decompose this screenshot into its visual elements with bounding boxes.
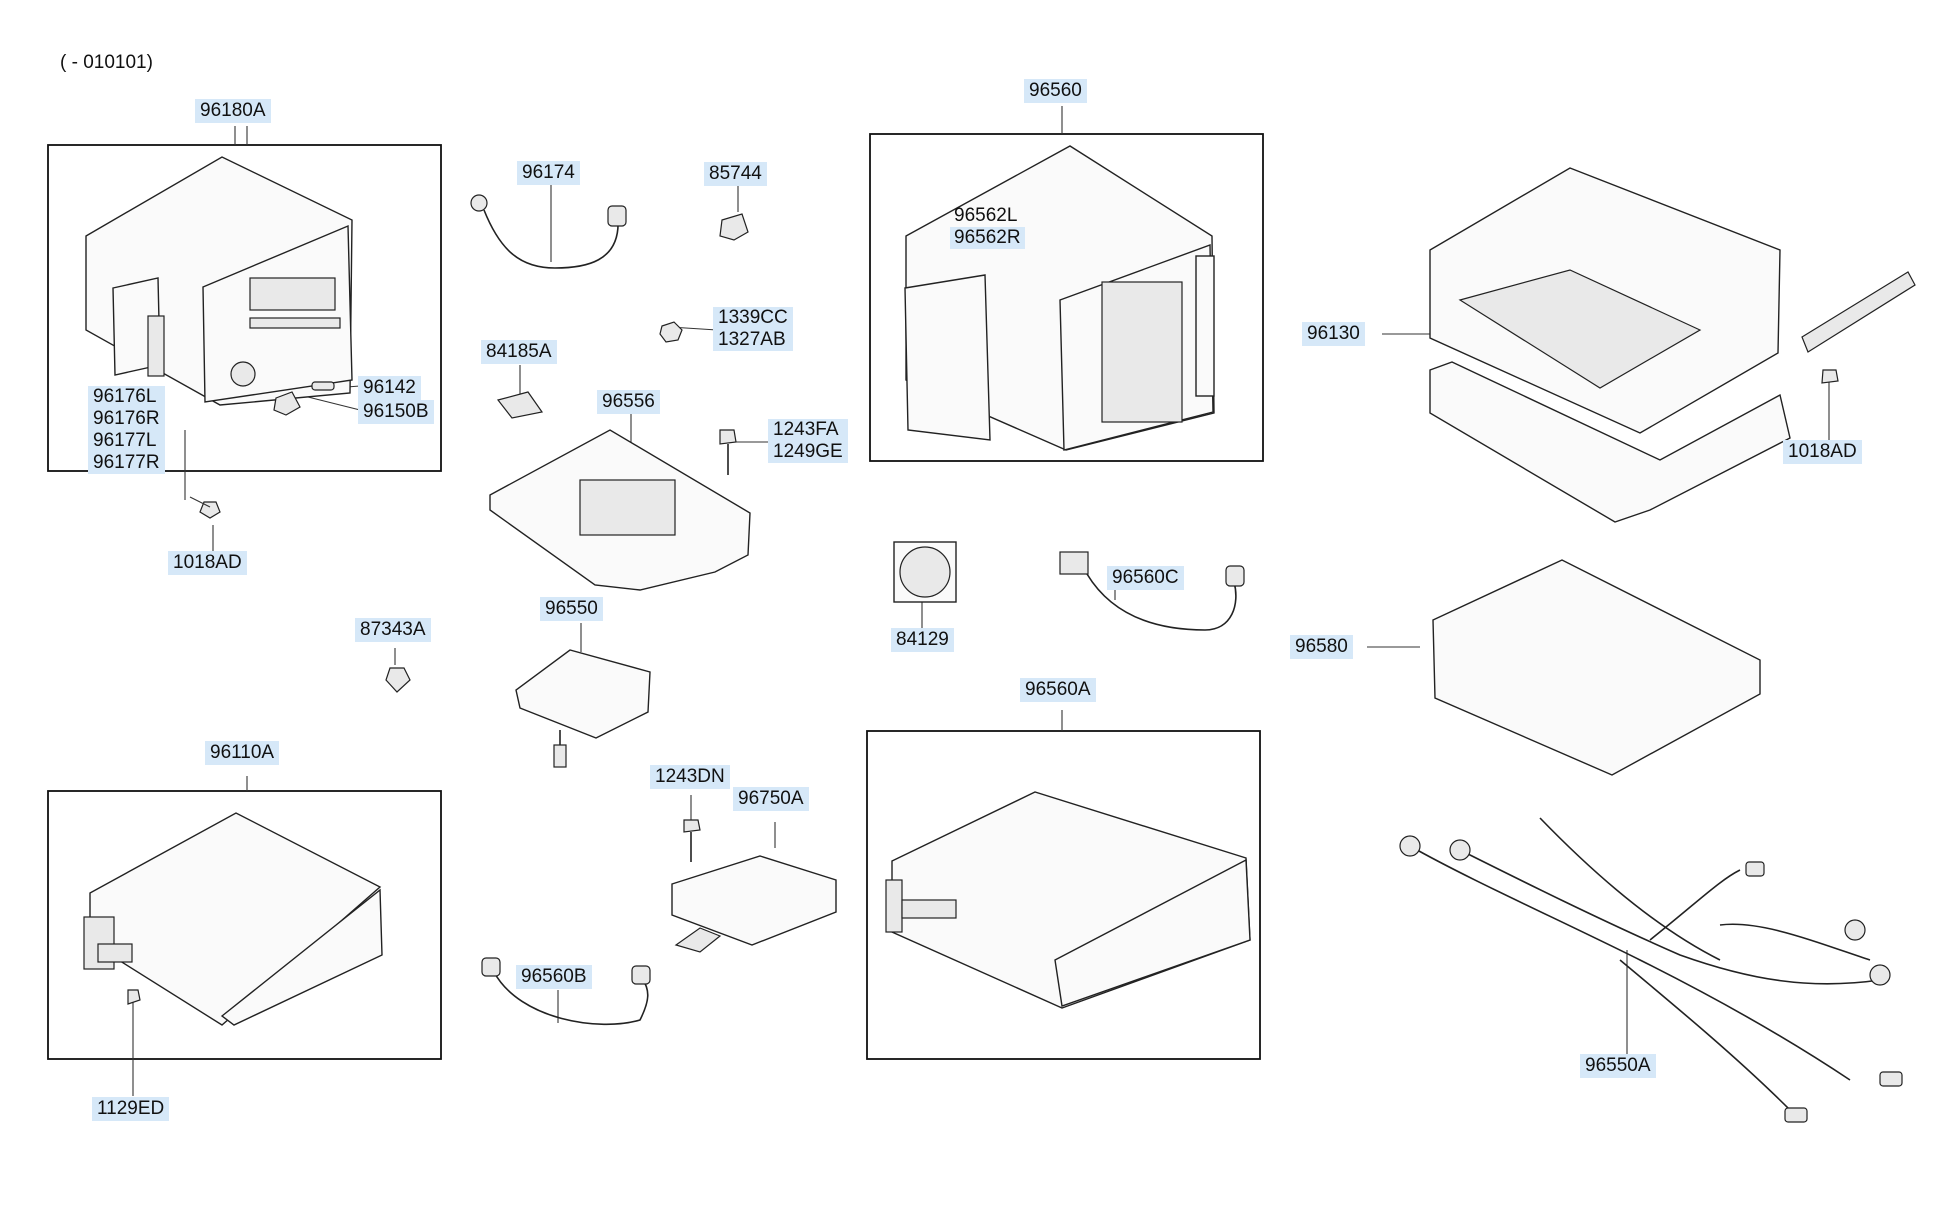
part-label-stack-1339CC[interactable]: 1339CC 1327AB xyxy=(713,307,793,351)
part-label-96550A[interactable]: 96550A xyxy=(1580,1054,1656,1078)
part-label-96177R[interactable]: 96177R xyxy=(93,452,160,473)
part-label-1129ED[interactable]: 1129ED xyxy=(92,1097,170,1121)
part-label-96580[interactable]: 96580 xyxy=(1290,635,1353,659)
part-label-96176L[interactable]: 96176L xyxy=(93,386,157,407)
part-label-1018AD-left[interactable]: 1018AD xyxy=(168,551,247,575)
part-label-96110A[interactable]: 96110A xyxy=(205,741,280,765)
part-label-96174[interactable]: 96174 xyxy=(517,161,580,185)
part-label-stack-96562[interactable]: 96562L 96562R xyxy=(950,205,1025,249)
part-label-stack-1243FA[interactable]: 1243FA 1249GE xyxy=(768,419,848,463)
group-box-96560A xyxy=(866,730,1261,1060)
date-range-header: ( - 010101) xyxy=(60,52,153,73)
pad-84185A xyxy=(496,391,544,419)
cable-96174 xyxy=(470,194,627,269)
bracket-96556 xyxy=(489,429,751,591)
antenna-module-96550 xyxy=(515,649,651,768)
part-label-stack-96176[interactable]: 96176L 96176R 96177L 96177R xyxy=(88,386,165,474)
clip-87343A xyxy=(385,667,411,693)
part-label-96550[interactable]: 96550 xyxy=(540,597,603,621)
group-box-96110A xyxy=(47,790,442,1060)
screw-1018AD-left xyxy=(189,496,221,519)
part-label-96180A[interactable]: 96180A xyxy=(195,99,271,123)
part-label-1243FA[interactable]: 1243FA xyxy=(773,419,839,440)
part-label-85744[interactable]: 85744 xyxy=(704,162,767,186)
clip-96142 xyxy=(311,381,335,391)
cable-96560B xyxy=(481,957,651,1026)
part-label-96562R[interactable]: 96562R xyxy=(950,227,1025,249)
part-label-96562L[interactable]: 96562L xyxy=(954,205,1018,226)
part-label-1018AD-right[interactable]: 1018AD xyxy=(1783,440,1862,464)
part-label-84129[interactable]: 84129 xyxy=(891,628,954,652)
part-label-96177L-b[interactable]: 96177L xyxy=(93,430,157,451)
cable-96560C xyxy=(1059,551,1245,631)
part-label-1249GE[interactable]: 1249GE xyxy=(773,441,843,462)
head-unit-drawing xyxy=(85,156,353,406)
part-label-96150B[interactable]: 96150B xyxy=(358,400,434,424)
part-label-96560C[interactable]: 96560C xyxy=(1107,566,1184,590)
part-label-1243DN[interactable]: 1243DN xyxy=(650,765,730,789)
grommet-85744 xyxy=(719,213,749,241)
amplifier-96130 xyxy=(1429,167,1916,523)
group-box-96180A xyxy=(47,144,442,472)
module-96750A xyxy=(671,855,837,953)
part-label-96750A[interactable]: 96750A xyxy=(733,787,809,811)
part-label-96560B[interactable]: 96560B xyxy=(516,965,592,989)
bracket-96580 xyxy=(1432,559,1761,776)
cd-changer-96110A xyxy=(83,812,383,1026)
nut-1339CC xyxy=(659,321,683,343)
group-box-96560 xyxy=(869,133,1264,462)
harness-96550A xyxy=(1399,817,1903,1123)
part-label-96142[interactable]: 96142 xyxy=(358,376,421,400)
part-label-96560[interactable]: 96560 xyxy=(1024,79,1087,103)
part-label-96130[interactable]: 96130 xyxy=(1302,322,1365,346)
part-label-84185A[interactable]: 84185A xyxy=(481,340,557,364)
part-label-87343A[interactable]: 87343A xyxy=(355,618,431,642)
knob-96150B xyxy=(273,391,301,416)
bolt-1243DN xyxy=(683,819,701,862)
part-label-96560A[interactable]: 96560A xyxy=(1020,678,1096,702)
pad-84129 xyxy=(893,541,957,603)
nav-display-96560 xyxy=(904,145,1215,451)
unit-96560A xyxy=(885,791,1251,1009)
part-label-96176R[interactable]: 96176R xyxy=(93,408,160,429)
part-label-96556[interactable]: 96556 xyxy=(597,390,660,414)
screw-1018AD-right xyxy=(1821,369,1839,384)
part-label-1327AB[interactable]: 1327AB xyxy=(718,329,786,350)
part-label-1339CC[interactable]: 1339CC xyxy=(718,307,788,328)
bolt-1243FA xyxy=(719,429,737,475)
